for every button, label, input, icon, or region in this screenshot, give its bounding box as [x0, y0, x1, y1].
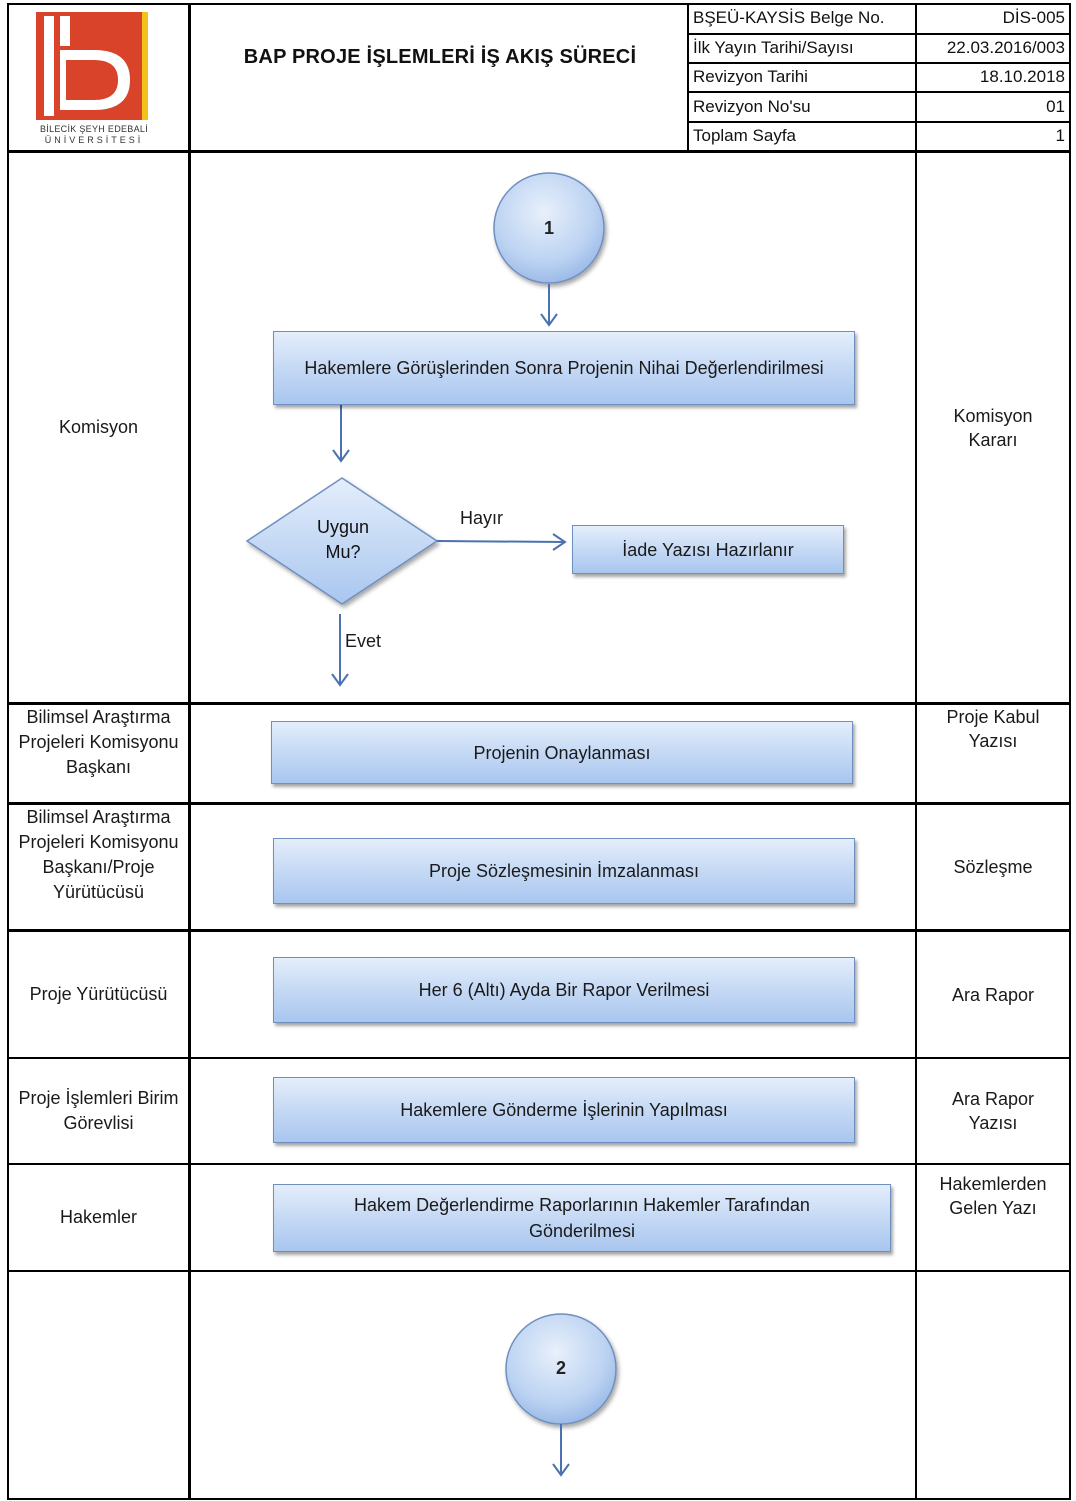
lane-doc-referee-letter: Hakemlerden Gelen Yazı — [939, 1174, 1047, 1218]
university-logo: BİLECİK ŞEYH EDEBALİ ÜNİVERSİTESİ — [34, 10, 154, 150]
start-connector — [493, 172, 605, 284]
arrow-evaluation-to-decision — [332, 403, 350, 463]
lane-doc-acceptance-letter: Proje Kabul Yazısı — [946, 707, 1040, 751]
decision-no-label: Hayır — [460, 508, 504, 528]
step-contract-signing: Proje Sözleşmesinin İmzalanması — [273, 838, 855, 904]
lane-actor-referees: Hakemler — [59, 1207, 138, 1227]
info-value-revision-no: 01 — [1046, 97, 1065, 116]
logo-emblem — [36, 12, 148, 120]
info-value-doc-no: DİS-005 — [1002, 8, 1065, 27]
logo-text-line2: ÜNİVERSİTESİ — [44, 135, 144, 145]
info-label-doc-no: BŞEÜ-KAYSİS Belge No. — [693, 8, 885, 27]
step-periodic-report: Her 6 (Altı) Ayda Bir Rapor Verilmesi — [273, 957, 855, 1023]
info-label-total-pages: Toplam Sayfa — [693, 126, 796, 145]
page-title: BAP PROJE İŞLEMLERİ İŞ AKIŞ SÜRECİ — [243, 46, 637, 68]
arrow-end-connector-down — [552, 1424, 570, 1477]
info-label-revision-no: Revizyon No'su — [693, 97, 811, 116]
lane-actor-project-executive: Proje Yürütücüsü — [29, 984, 168, 1004]
decision-yes-label: Evet — [345, 631, 382, 651]
decision-label: Uygun Mu? — [316, 517, 370, 562]
info-label-revision-date: Revizyon Tarihi — [693, 67, 808, 86]
lane-actor-chair-executive: Bilimsel Araştırma Projeleri Komisyonu B… — [18, 807, 179, 902]
step-final-evaluation: Hakemlere Görüşlerinden Sonra Projenin N… — [273, 331, 855, 405]
step-project-approval: Projenin Onaylanması — [271, 721, 853, 784]
arrow-decision-yes — [331, 614, 349, 687]
lane-doc-interim-report: Ara Rapor — [951, 984, 1035, 1005]
arrow-start-to-evaluation — [540, 284, 558, 327]
lane-actor-commission-chair: Bilimsel Araştırma Projeleri Komisyonu B… — [18, 707, 179, 777]
start-connector-label: 1 — [543, 218, 554, 238]
step-return-letter: İade Yazısı Hazırlanır — [572, 525, 844, 574]
end-connector-label: 2 — [555, 1358, 566, 1378]
lane-doc-interim-report-letter: Ara Rapor Yazısı — [951, 1089, 1035, 1133]
step-referee-reports: Hakem Değerlendirme Raporlarının Hakemle… — [273, 1184, 891, 1252]
lane-doc-commission-decision: Komisyon Kararı — [953, 405, 1033, 450]
info-value-first-issue: 22.03.2016/003 — [946, 38, 1065, 57]
lane-doc-contract: Sözleşme — [953, 857, 1033, 877]
logo-text-line1: BİLECİK ŞEYH EDEBALİ — [39, 124, 149, 134]
arrow-decision-no — [436, 533, 567, 551]
step-send-to-referees: Hakemlere Gönderme İşlerinin Yapılması — [273, 1077, 855, 1143]
info-value-total-pages: 1 — [1055, 126, 1065, 145]
lane-actor-komisyon: Komisyon — [58, 417, 139, 437]
info-label-first-issue: İlk Yayın Tarihi/Sayısı — [693, 38, 854, 57]
decision-diamond — [245, 477, 439, 605]
info-value-revision-date: 18.10.2018 — [979, 67, 1065, 86]
lane-actor-unit-officer: Proje İşlemleri Birim Görevlisi — [18, 1088, 179, 1133]
